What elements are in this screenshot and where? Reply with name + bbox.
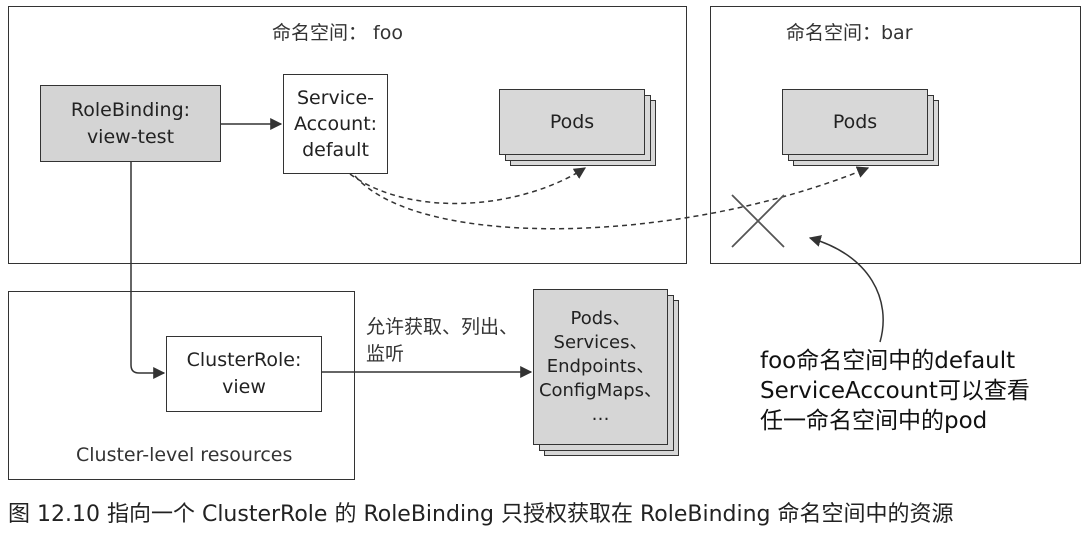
figure-caption: 图 12.10 指向一个 ClusterRole 的 RoleBinding 只… bbox=[8, 502, 954, 527]
serviceaccount-line2: Account: bbox=[293, 113, 378, 135]
serviceaccount-line1: Service- bbox=[296, 87, 375, 109]
permission-line1: 允许获取、列出、 bbox=[366, 316, 519, 338]
serviceaccount-default: Service- Account: default bbox=[283, 74, 388, 174]
annotation-line1: foo命名空间中的default bbox=[760, 348, 1016, 374]
rolebinding-view-test: RoleBinding: view-test bbox=[40, 85, 221, 162]
resource-configmaps: ConfigMaps、 bbox=[538, 380, 663, 401]
clusterrole-line1: ClusterRole: bbox=[186, 349, 302, 371]
serviceaccount-line3: default bbox=[302, 139, 369, 161]
cluster-level-label: Cluster-level resources bbox=[76, 444, 293, 466]
resource-ellipsis: … bbox=[591, 404, 610, 425]
denied-x-mark bbox=[731, 194, 785, 248]
annotation-line2: ServiceAccount可以查看 bbox=[760, 378, 1030, 404]
annotation-line3: 任一命名空间中的pod bbox=[760, 408, 988, 434]
annotation-text: foo命名空间中的default ServiceAccount可以查看 任一命名… bbox=[760, 346, 1030, 436]
permission-line2: 监听 bbox=[366, 343, 405, 365]
resource-endpoints: Endpoints、 bbox=[546, 356, 655, 377]
resource-services: Services、 bbox=[553, 332, 648, 353]
pods-foo-label: Pods bbox=[549, 110, 595, 133]
rolebinding-line1: RoleBinding: bbox=[70, 98, 191, 121]
resource-pods: Pods、 bbox=[570, 308, 631, 329]
rolebinding-line2: view-test bbox=[86, 125, 175, 148]
cluster-resources: Pods、 Services、 Endpoints、 ConfigMaps、 … bbox=[533, 289, 668, 445]
namespace-bar-label: 命名空间：bar bbox=[786, 22, 913, 44]
permission-label: 允许获取、列出、 监听 bbox=[366, 314, 518, 368]
namespace-foo-label: 命名空间： foo bbox=[272, 22, 403, 44]
clusterrole-line2: view bbox=[222, 376, 266, 398]
pods-foo: Pods bbox=[499, 89, 645, 155]
clusterrole-view: ClusterRole: view bbox=[166, 336, 322, 412]
serviceaccount-to-pods-bar-arrow bbox=[354, 166, 870, 230]
rolebinding-to-clusterrole-arrow bbox=[130, 162, 166, 379]
serviceaccount-to-pods-foo-arrow bbox=[349, 167, 587, 205]
pods-bar-label: Pods bbox=[832, 110, 878, 133]
annotation-arrow bbox=[808, 235, 884, 343]
pods-bar: Pods bbox=[782, 89, 928, 155]
